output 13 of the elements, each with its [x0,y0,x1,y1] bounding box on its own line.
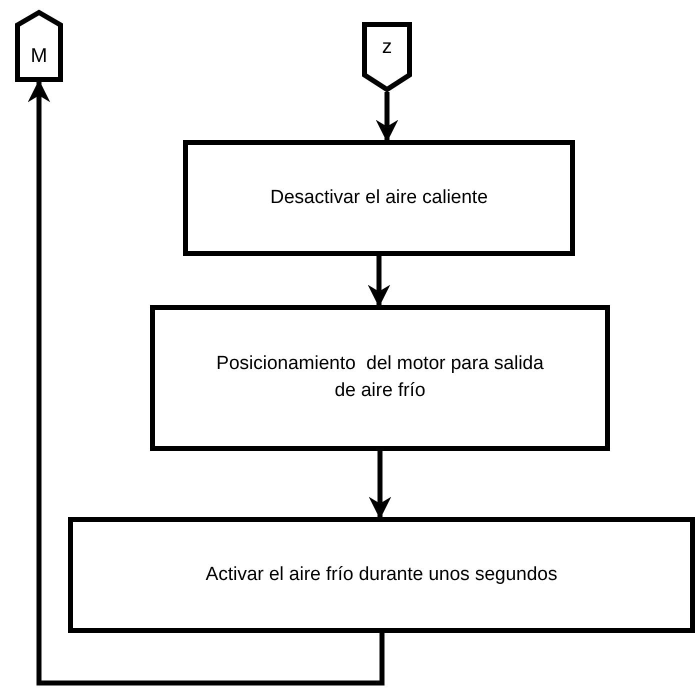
connector-label: M [30,44,48,68]
process-label: Activar el aire frío durante unos segundos [206,562,558,587]
connector-pentagon [362,22,412,92]
arrow [376,92,398,142]
connector-label: z [382,36,392,58]
connector-pentagon [15,10,63,82]
arrow [368,256,390,308]
process-box [183,140,575,256]
process-box [150,305,610,451]
arrow [368,451,392,520]
process-label: Desactivar el aire caliente [270,186,488,210]
process-box [68,517,695,633]
process-label: Posicionamiento del motor para salida de aire frío [215,352,545,403]
